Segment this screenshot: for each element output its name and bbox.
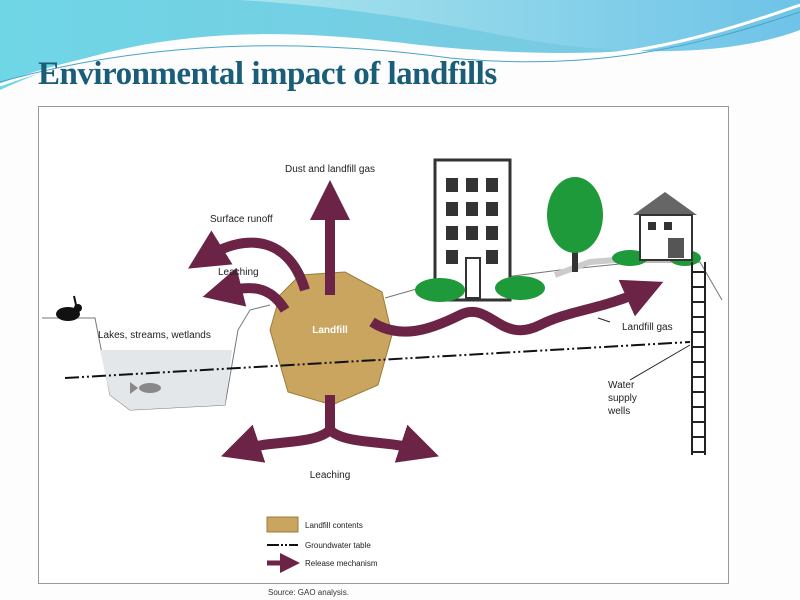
lake-water: [100, 350, 232, 410]
legend-label: Landfill contents: [305, 521, 363, 530]
water-well-icon: [691, 262, 706, 455]
release-arrows: [188, 180, 664, 463]
label-wells-2: supply: [608, 393, 637, 404]
house-icon: [633, 192, 697, 261]
header-wave-decoration: [0, 0, 800, 90]
label-wells-1: Water: [608, 380, 635, 391]
groundwater-table: [64, 341, 691, 379]
label-lakes: Lakes, streams, wetlands: [98, 330, 211, 341]
label-dust: Dust and landfill gas: [285, 164, 375, 175]
legend-label: Groundwater table: [305, 541, 371, 550]
label-leaching-top: Leaching: [218, 267, 259, 278]
label-leaching-bottom: Leaching: [310, 470, 351, 481]
slide-title: Environmental impact of landfills: [38, 56, 497, 92]
landfill-mound: [269, 271, 393, 406]
label-wells-3: wells: [607, 406, 630, 417]
rabbit-icon: [56, 295, 82, 321]
legend: Landfill contents Groundwater table Rele…: [266, 516, 378, 573]
label-landfill-gas: Landfill gas: [622, 322, 673, 333]
legend-label: Release mechanism: [305, 559, 378, 568]
building-icon: [433, 158, 512, 302]
label-surface-runoff: Surface runoff: [210, 214, 273, 225]
fish-icon: [130, 382, 161, 394]
label-landfill: Landfill: [312, 325, 348, 336]
legend-swatch-landfill: [266, 516, 299, 533]
tree-icon: [547, 177, 603, 272]
source-note: Source: GAO analysis.: [268, 588, 349, 597]
